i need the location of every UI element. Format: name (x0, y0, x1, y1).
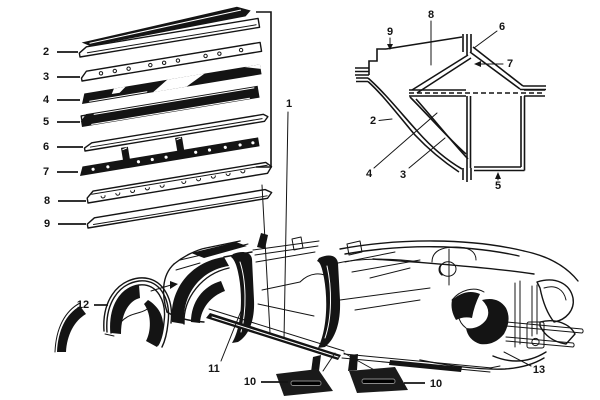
arch-arrow-line (150, 284, 172, 292)
cross-section-drawing (355, 34, 546, 182)
body-rear-structure (419, 279, 584, 370)
panel-9-sill-cover (86, 188, 273, 229)
leader-1-a (283, 111, 289, 341)
body-sill-rails (206, 308, 501, 373)
leader-1-b (261, 184, 271, 334)
callout-section-6: 6 (499, 21, 505, 33)
body-front-wheel-arch (166, 251, 253, 325)
panel-8-sill-flange (86, 161, 273, 204)
arch-arrow-head (170, 281, 178, 289)
stack-leader-lines (57, 51, 86, 225)
body-leader-lines (94, 304, 532, 384)
body-interior-lines (252, 240, 477, 317)
callout-section-7: 7 (507, 58, 513, 70)
panel-4-inner-sill (82, 64, 262, 104)
callout-stack-3: 3 (43, 71, 49, 83)
panel-6-sill-channel (83, 113, 269, 152)
panel-3-sill-plate (80, 41, 263, 82)
floor-mats (276, 352, 408, 396)
floor-mat-left-slot (290, 380, 322, 386)
callout-stack-8: 8 (44, 195, 50, 207)
body-shell-illustration: 11 12 13 10 10 (54, 233, 584, 396)
body-rear-deck (337, 240, 579, 282)
callout-stack-5: 5 (43, 116, 49, 128)
wheel-arch-part-12 (54, 277, 178, 353)
callout-body-10-left: 10 (244, 376, 256, 388)
group-bracket-1: 1 (256, 11, 292, 341)
callout-stack-6: 6 (43, 141, 49, 153)
callout-group-1: 1 (286, 98, 292, 110)
callout-body-10-right: 10 (430, 378, 442, 390)
callout-stack-2: 2 (43, 46, 49, 58)
cross-section-leaders (373, 20, 504, 181)
sill-cross-section: 9 8 6 7 2 4 3 5 (355, 9, 546, 192)
callout-body-12: 12 (77, 299, 89, 311)
panel-5-sill-outer (80, 85, 260, 127)
callout-body-13: 13 (533, 364, 545, 376)
panel-7-sill-member (80, 136, 260, 176)
sill-panel-stack: 2 3 4 5 6 7 8 9 (43, 6, 292, 341)
callout-stack-4: 4 (43, 94, 50, 106)
body-b-post (317, 255, 341, 348)
callout-section-8: 8 (428, 9, 434, 21)
body-rear-wheel-arch (451, 288, 509, 345)
panel-2-sill-capping (78, 6, 261, 58)
callout-section-4: 4 (366, 168, 373, 180)
wheel-arch-part-edge (57, 306, 86, 352)
callout-section-3: 3 (400, 169, 406, 181)
callout-section-5: 5 (495, 180, 501, 192)
callout-body-11: 11 (208, 363, 220, 375)
callout-section-2: 2 (370, 115, 376, 127)
callout-section-9: 9 (387, 26, 393, 38)
floor-mat-right-slot (361, 378, 396, 384)
callout-stack-7: 7 (43, 166, 49, 178)
deck-access-hole (439, 261, 457, 277)
callout-stack-9: 9 (44, 218, 50, 230)
